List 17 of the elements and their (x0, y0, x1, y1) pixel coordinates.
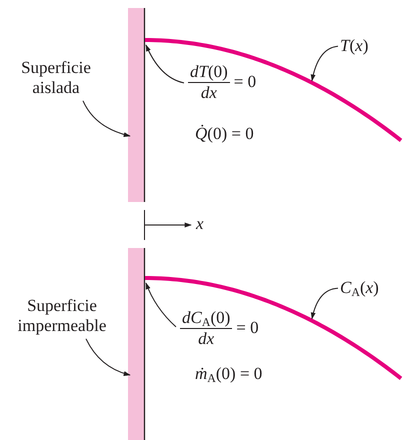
leader-line (82, 100, 131, 137)
surface-label: Superficie aislada (10, 58, 102, 99)
wall-surface (128, 248, 146, 440)
axis-label: x (196, 214, 204, 234)
equation-label: C$_{A}$(x) (340, 278, 379, 298)
leader-line (146, 44, 184, 84)
equation-label: Q̇(0) = 0 (195, 124, 254, 144)
leader-line (146, 282, 176, 328)
equation-label: dC$_{A}$(0) dx = 0 (180, 308, 259, 350)
profile-curve (144, 38, 402, 142)
leader-line (310, 46, 338, 82)
wall-surface (128, 8, 146, 202)
leader-line (311, 288, 338, 320)
equation-label: ṁ$_{A}$(0) = 0 (195, 364, 262, 384)
leader-line (86, 338, 131, 376)
surface-label: Superficie impermeable (2, 296, 122, 337)
equation-label: T(x) (340, 36, 368, 56)
